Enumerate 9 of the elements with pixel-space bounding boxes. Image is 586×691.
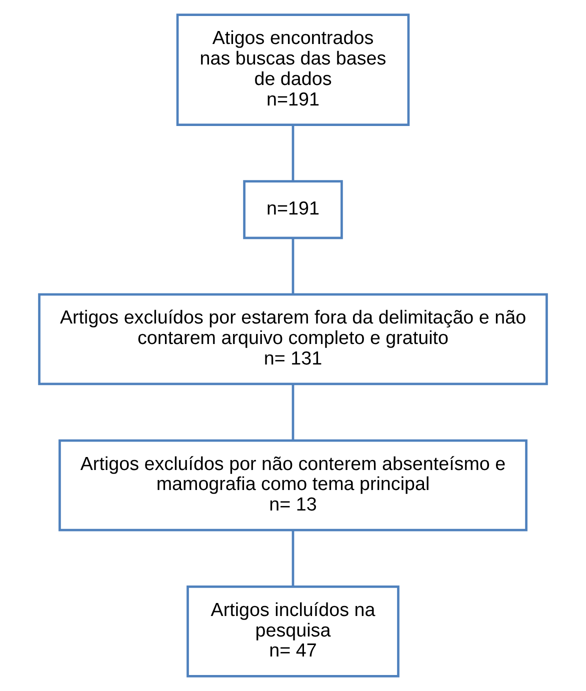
node-box: Atigos encontrados nas buscas das bases de dados n=191 [176, 14, 410, 126]
node-box: n=191 [243, 180, 343, 240]
connector [292, 238, 294, 294]
connector [292, 384, 294, 440]
node-box: Artigos excluídos por não conterem absenteísmo e mamografia como tema principal n= 13 [58, 439, 528, 532]
connector [292, 125, 294, 182]
node-box: Artigos excluídos por estarem fora da delimitação e não contarem arquivo completo e gratuito n= 131 [38, 293, 548, 386]
node-box: Artigos incluídos na pesquisa n= 47 [186, 585, 400, 678]
connector [292, 530, 294, 586]
